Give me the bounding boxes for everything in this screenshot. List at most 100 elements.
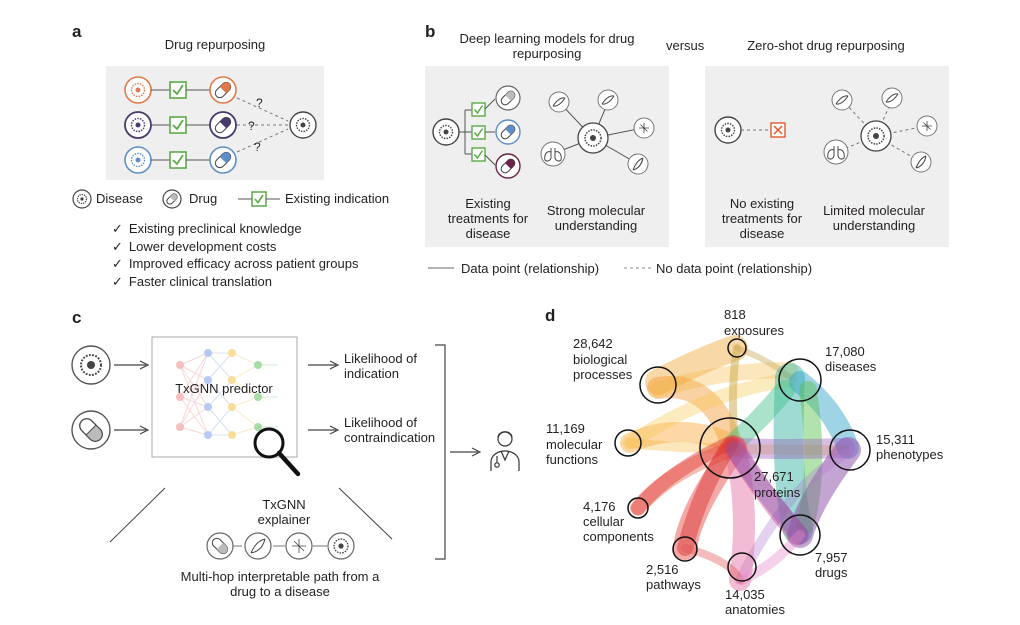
knowledge-graph-chord	[614, 335, 871, 591]
node-exposures	[727, 338, 747, 358]
anatomies-count: 14,035	[725, 587, 765, 602]
question-mark: ?	[254, 140, 261, 154]
bracket	[435, 344, 446, 560]
dashed-line-legend	[624, 267, 652, 269]
cell-icon	[285, 532, 313, 560]
legend-disease-label: Disease	[96, 191, 143, 206]
txgnn-diagram	[71, 336, 446, 560]
drug-icon	[209, 146, 237, 174]
disease-icon	[124, 76, 152, 104]
node-biological-processes	[639, 366, 677, 404]
panel-a-title: Drug repurposing	[164, 37, 266, 52]
legend-data-point: Data point (relationship)	[461, 261, 600, 276]
disease-icon	[124, 146, 152, 174]
explainer-label: TxGNN explainer	[257, 497, 311, 527]
drug-icon	[209, 76, 237, 104]
node-phenotypes	[829, 429, 871, 471]
exposures-count: 818	[724, 307, 746, 322]
cross-box-icon	[770, 122, 786, 138]
deep-learning-diagram	[432, 85, 655, 179]
disease-input-icon	[71, 345, 111, 385]
solid-line-legend	[428, 267, 454, 269]
proteins-label: proteins	[754, 485, 801, 500]
no-existing-treatments-caption: No existing treatments for disease	[721, 196, 803, 241]
neural-network-graphic	[176, 349, 278, 439]
predictor-label: TxGNN predictor	[175, 381, 273, 396]
target-disease-icon	[289, 111, 317, 139]
check-box-icon	[169, 116, 187, 134]
clinician-icon	[490, 431, 520, 471]
limited-molecular-caption: Limited molecular understanding	[823, 203, 925, 233]
drug-legend-icon	[162, 189, 182, 209]
node-cellular-components	[627, 497, 649, 519]
node-molecular-functions	[614, 429, 642, 457]
phenotypes-label: phenotypes	[876, 447, 944, 462]
legend-no-data-point: No data point (relationship)	[656, 261, 813, 276]
magnifier-icon	[253, 427, 301, 477]
cellular-components-label: cellular components	[583, 514, 654, 544]
list-item: Existing preclinical knowledge	[112, 220, 358, 238]
node-diseases	[778, 358, 822, 402]
pathways-label: pathways	[646, 577, 701, 592]
dna-icon	[548, 89, 649, 175]
diseases-label: diseases	[825, 359, 877, 374]
dna-icon	[244, 532, 272, 560]
drug-icon	[209, 111, 237, 139]
question-mark: ?	[256, 96, 263, 110]
zero-shot-diagram	[714, 87, 938, 173]
path-caption: Multi-hop interpretable path from a drug…	[180, 569, 380, 599]
likelihood-indication-label: Likelihood of indication	[344, 351, 417, 381]
strong-molecular-caption: Strong molecular understanding	[546, 203, 646, 233]
disease-icon	[327, 532, 355, 560]
pathways-count: 2,516	[646, 562, 679, 577]
cellular-components-count: 4,176	[583, 499, 616, 514]
panel-d-letter: d	[545, 306, 556, 325]
existing-treatments-caption: Existing treatments for disease	[447, 196, 529, 241]
likelihood-contraindication-label: Likelihood of contraindication	[344, 415, 436, 445]
biological-processes-label: biological processes	[573, 352, 633, 382]
panel-b-left-title: Deep learning models for drug repurposin…	[459, 31, 635, 61]
protein-hub-icon	[860, 120, 892, 152]
drug-repurposing-diagram: ? ? ?	[124, 76, 317, 174]
lungs-icon	[540, 141, 566, 167]
versus-label: versus	[666, 38, 705, 53]
biological-processes-count: 28,642	[573, 336, 613, 351]
cell-icon	[916, 115, 938, 137]
explainer-path	[206, 532, 355, 560]
check-box-icon	[471, 102, 486, 162]
exposures-label: exposures	[724, 323, 784, 338]
molecular-functions-count: 11,169	[546, 421, 585, 436]
legend-existing-indication-label: Existing indication	[285, 191, 390, 206]
panel-b-letter: b	[425, 22, 436, 41]
drug-icon	[495, 85, 521, 179]
phenotypes-count: 15,311	[876, 432, 915, 447]
node-pathways	[672, 536, 698, 562]
drugs-label: drugs	[815, 565, 848, 580]
panel-c-letter: c	[72, 308, 82, 327]
drugs-count: 7,957	[815, 550, 848, 565]
panel-b-right-title: Zero-shot drug repurposing	[747, 38, 905, 53]
lungs-icon	[823, 139, 849, 165]
indication-legend-icon	[238, 191, 280, 207]
check-box-icon	[169, 81, 187, 99]
disease-icon	[124, 111, 152, 139]
check-box-icon	[169, 151, 187, 169]
anatomies-label: anatomies	[725, 602, 785, 617]
panel-a-letter: a	[72, 22, 82, 41]
disease-legend-icon	[72, 189, 92, 209]
molecular-functions-label: molecular functions	[546, 437, 603, 467]
disease-icon	[714, 116, 742, 144]
clinician-area	[450, 431, 520, 471]
list-item: Improved efficacy across patient groups	[112, 255, 359, 273]
list-item: Lower development costs	[112, 238, 358, 256]
disease-icon	[432, 118, 460, 146]
drug-icon	[206, 532, 234, 560]
legend-drug-label: Drug	[189, 191, 218, 206]
node-anatomies	[727, 552, 757, 582]
list-item: Faster clinical translation	[112, 273, 358, 291]
protein-hub-icon	[577, 122, 609, 154]
dna-icon	[831, 87, 932, 173]
proteins-count: 27,671	[754, 469, 794, 484]
node-proteins	[699, 417, 761, 479]
cell-icon	[633, 117, 655, 139]
